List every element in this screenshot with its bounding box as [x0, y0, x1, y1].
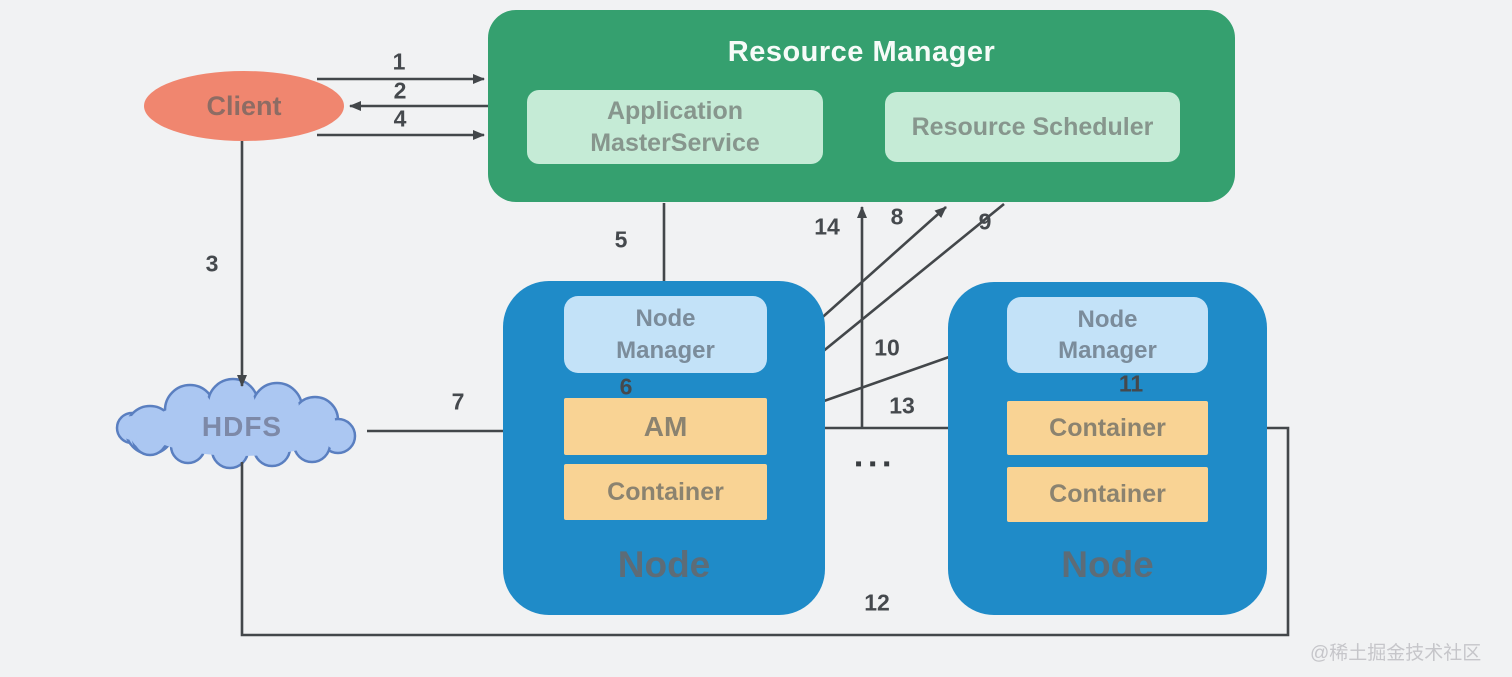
client-ellipse: Client [144, 71, 344, 141]
step-label-3: 3 [205, 250, 219, 277]
step-label-9: 9 [978, 208, 992, 235]
node-right-node-manager-line1: Node [1077, 305, 1138, 333]
step-label-4: 4 [393, 105, 407, 132]
hdfs-label: HDFS [201, 411, 283, 442]
resource-scheduler-box: Resource Scheduler [885, 92, 1180, 162]
step-label-14: 14 [814, 213, 840, 240]
node-right-node-manager-box: Node Manager [1007, 297, 1208, 373]
client-label: Client [206, 90, 282, 121]
node-right-node-manager-line2: Manager [1058, 337, 1157, 364]
application-master-service-label-line2: MasterService [590, 129, 760, 157]
step-label-5: 5 [614, 226, 628, 253]
node-right-container-box-1: Container [1007, 401, 1208, 455]
step-label-6: 6 [619, 373, 633, 400]
node-right-caption: Node [1061, 544, 1154, 585]
step-label-1: 1 [392, 48, 406, 75]
node-left-container-box: Container [564, 464, 767, 520]
container-label: Container [1049, 480, 1166, 508]
step-label-10: 10 [874, 334, 900, 361]
container-label: Container [1049, 413, 1166, 442]
step-label-11: 11 [1118, 370, 1144, 397]
node-left-node-manager-box: Node Manager [564, 296, 767, 373]
node-right-container-box-2: Container [1007, 467, 1208, 522]
step-label-13: 13 [889, 392, 915, 419]
container-label: Container [607, 477, 724, 506]
step-label-7: 7 [451, 388, 465, 415]
step-label-12: 12 [864, 589, 890, 616]
am-label: AM [643, 410, 688, 442]
application-master-service-label-line1: Application [606, 97, 744, 125]
application-master-service-box: Application MasterService [527, 90, 823, 164]
resource-manager-title: Resource Manager [727, 36, 996, 68]
node-left-node-manager-line1: Node [635, 305, 696, 333]
resource-scheduler-label: Resource Scheduler [911, 113, 1154, 141]
step-label-2: 2 [393, 77, 407, 104]
node-left-node-manager-line2: Manager [616, 336, 715, 364]
more-nodes-ellipsis: ▪▪▪ [855, 453, 898, 475]
hdfs-cloud [115, 377, 357, 470]
node-left-caption: Node [617, 544, 711, 585]
step-label-8: 8 [890, 203, 904, 230]
node-left-am-box: AM [564, 398, 767, 455]
watermark: @稀土掘金技术社区 [1310, 643, 1482, 664]
